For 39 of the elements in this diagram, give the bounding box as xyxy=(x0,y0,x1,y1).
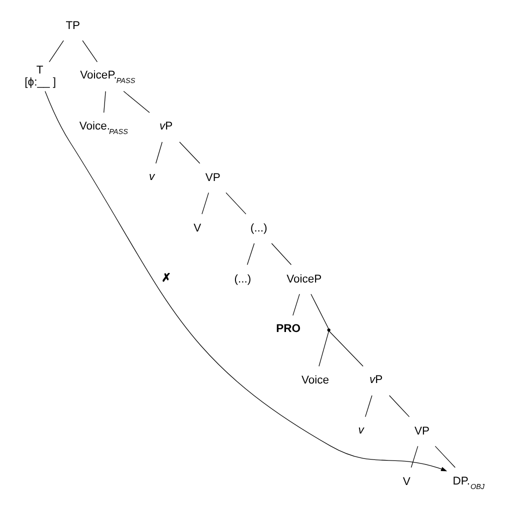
node-text: (...) xyxy=(234,273,252,286)
connector xyxy=(329,331,364,367)
connector xyxy=(104,90,106,113)
node-text: v xyxy=(148,171,155,184)
connector xyxy=(48,40,64,62)
node-text: vP xyxy=(369,374,383,386)
connector xyxy=(123,90,150,113)
node-text: T [ϕ:__ ] xyxy=(24,64,56,89)
connector xyxy=(389,395,410,418)
connector xyxy=(410,446,418,468)
node-text: V xyxy=(402,476,410,488)
node-text: DP.$_{OBJ}$ xyxy=(452,475,485,491)
connector xyxy=(156,142,162,164)
node-text: VoiceP xyxy=(286,273,322,286)
connector xyxy=(434,446,456,468)
node-text: VP xyxy=(414,425,430,438)
node-text: VP xyxy=(205,172,220,184)
node-text: v xyxy=(358,424,364,437)
node-point xyxy=(327,328,330,332)
node-text: TP xyxy=(66,20,80,32)
node-text: vP xyxy=(159,120,173,132)
arrow xyxy=(44,90,448,472)
connector xyxy=(226,192,246,214)
node-text: VoiceP.$_{PASS}$ xyxy=(80,70,136,86)
connector xyxy=(82,40,98,62)
node-text: Voice xyxy=(301,374,330,387)
node-text: PRO xyxy=(276,323,301,336)
edge-label: ✗ xyxy=(161,272,170,285)
node-text: Voice.$_{PASS}$ xyxy=(79,120,128,136)
connector xyxy=(179,142,200,164)
node-text: (...) xyxy=(250,222,268,235)
connector xyxy=(271,243,292,266)
connector xyxy=(318,331,329,367)
connector xyxy=(365,395,372,418)
connector xyxy=(246,243,255,266)
connector xyxy=(292,294,300,316)
connector xyxy=(310,294,329,330)
node-text: V xyxy=(194,222,202,235)
connector xyxy=(202,192,209,214)
